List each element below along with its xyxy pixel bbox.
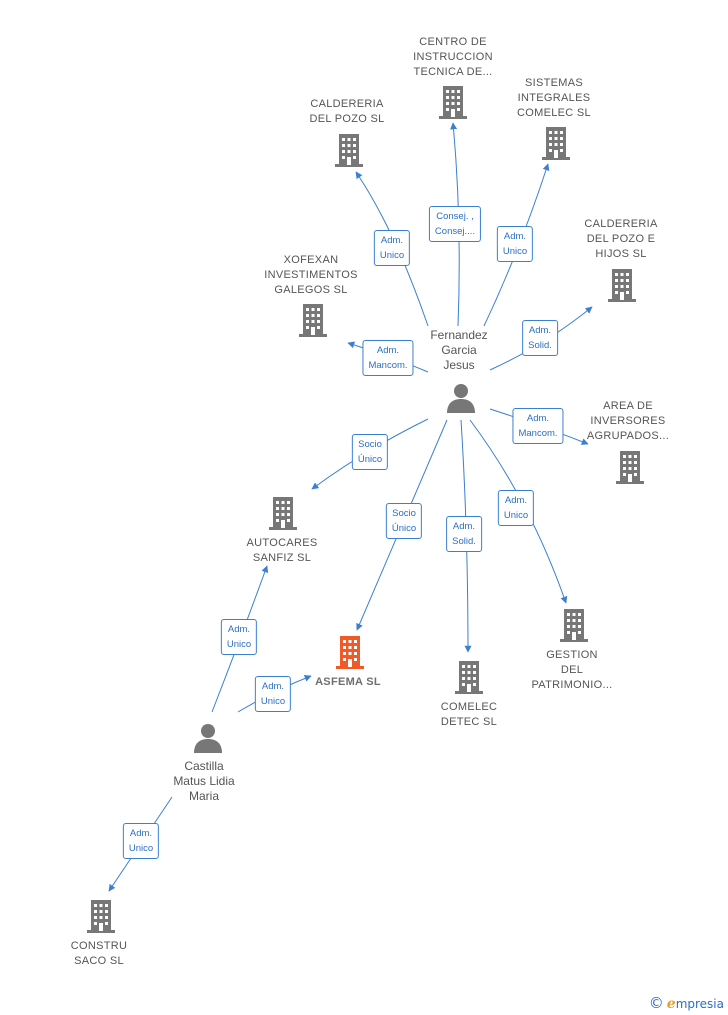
building-icon-gestion[interactable] [558,607,590,643]
edge-label-calderera-hijos[interactable]: Adm. Solid. [522,320,558,356]
edge-label-calderera-pozo-sl[interactable]: Adm. Unico [373,230,411,266]
building-icon-xofexan[interactable] [297,302,329,338]
company-label-calderera-pozo-sl[interactable]: CALDERERIA DEL POZO SL [309,98,385,125]
building-icon-constru[interactable] [85,898,117,934]
footer-brand[interactable]: ©empresia [649,994,724,1012]
edge-label-centro[interactable]: Consej. , Consej.... [428,206,482,242]
company-label-asfema[interactable]: ASFEMA SL [315,676,381,688]
building-icon-comelec[interactable] [453,659,485,695]
building-icon-area[interactable] [614,449,646,485]
edge-label-constru[interactable]: Adm. Unico [122,823,160,859]
building-icon-calderera-hijos[interactable] [606,267,638,303]
building-icon-autocares[interactable] [267,495,299,531]
edge-label-autocares-castilla[interactable]: Adm. Unico [220,619,258,655]
building-icon-asfema[interactable] [334,634,366,670]
company-label-sistemas[interactable]: SISTEMAS INTEGRALES COMELEC SL [517,77,591,119]
building-icon-centro[interactable] [437,84,469,120]
edge-label-gestion[interactable]: Adm. Unico [497,490,535,526]
edge-label-xofexan[interactable]: Adm. Mancom. [362,340,414,376]
company-label-constru[interactable]: CONSTRU SACO SL [70,940,128,967]
person-icon-fernandez[interactable] [445,382,477,414]
person-icon-castilla[interactable] [192,722,224,754]
company-label-autocares[interactable]: AUTOCARES SANFIZ SL [246,537,318,564]
edge-label-area[interactable]: Adm. Mancom. [512,408,564,444]
person-label-castilla[interactable]: Castilla Matus Lidia Maria [173,759,235,803]
copyright-icon: © [648,994,664,1012]
person-label-fernandez[interactable]: Fernandez Garcia Jesus [430,328,488,372]
company-label-calderera-hijos[interactable]: CALDERERIA DEL POZO E HIJOS SL [584,218,658,260]
building-icon-sistemas[interactable] [540,125,572,161]
edge-label-sistemas[interactable]: Adm. Unico [496,226,534,262]
brand-name: mpresia [675,997,724,1011]
company-label-area[interactable]: AREA DE INVERSORES AGRUPADOS... [586,400,670,442]
edge-label-autocares-fernandez[interactable]: Socio Único [351,434,389,470]
brand-initial: e [666,996,676,1012]
edge-label-comelec[interactable]: Adm. Solid. [446,516,482,552]
building-icon-calderera-pozo-sl[interactable] [333,132,365,168]
company-label-centro[interactable]: CENTRO DE INSTRUCCION TECNICA DE... [413,36,493,78]
company-label-xofexan[interactable]: XOFEXAN INVESTIMENTOS GALEGOS SL [264,254,358,296]
edge-label-asfema-fernandez[interactable]: Socio Único [385,503,423,539]
edge-label-asfema-castilla[interactable]: Adm. Unico [254,676,292,712]
company-label-comelec[interactable]: COMELEC DETEC SL [440,701,498,728]
company-label-gestion[interactable]: GESTION DEL PATRIMONIO... [531,649,613,691]
